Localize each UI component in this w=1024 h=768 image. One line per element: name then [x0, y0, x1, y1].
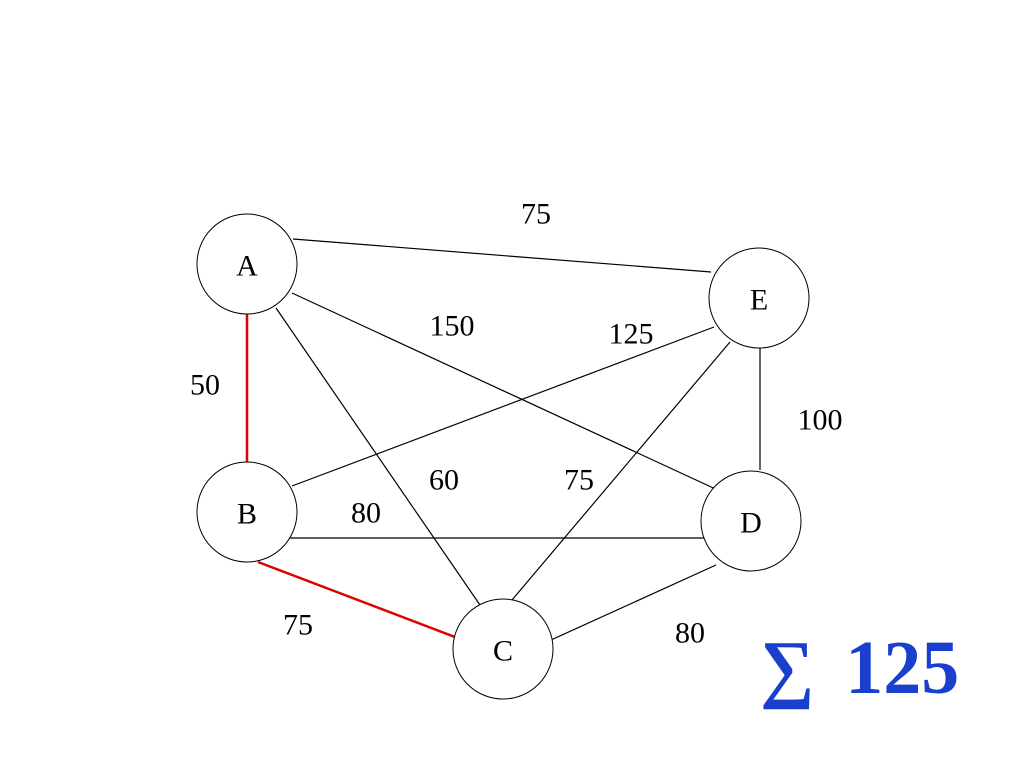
node-circle-c [452, 598, 554, 700]
edge-c-d [550, 564, 717, 641]
node-label-c: C [493, 635, 513, 668]
edge-weight-a-d: 150 [430, 310, 475, 343]
node-circle-b [196, 461, 298, 563]
edge-weight-b-d: 80 [351, 497, 381, 530]
sum-symbol: ∑ [760, 626, 814, 710]
total-value: 125 [845, 626, 959, 710]
node-b: B [196, 461, 298, 563]
edge-a-c [275, 307, 481, 606]
node-label-a: A [236, 250, 258, 283]
edge-weight-a-c: 60 [429, 464, 459, 497]
edge-weight-e-c: 75 [564, 464, 594, 497]
node-circle-d [700, 470, 802, 572]
node-d: D [700, 470, 802, 572]
edge-labels-layer: 75 150 125 50 100 60 75 80 75 80 [190, 198, 843, 650]
node-c: C [452, 598, 554, 700]
node-e: E [708, 247, 810, 349]
node-circle-a [196, 213, 298, 315]
edge-a-e [292, 238, 712, 273]
edge-b-c [257, 560, 456, 639]
edge-a-d [291, 292, 723, 493]
edge-weight-a-b: 50 [190, 369, 220, 402]
nodes-layer: A B C D E [196, 213, 810, 700]
node-circle-e [708, 247, 810, 349]
total-weight-label: ∑ 125 [760, 626, 959, 710]
edge-weight-a-e: 75 [521, 198, 551, 231]
edges-layer [245, 238, 761, 641]
edge-weight-b-c: 75 [283, 609, 313, 642]
edge-weight-c-d: 80 [675, 617, 705, 650]
edge-b-e [291, 326, 715, 487]
node-label-d: D [740, 507, 762, 540]
node-label-e: E [750, 284, 768, 317]
edge-weight-e-d: 100 [798, 404, 843, 437]
edge-e-c [511, 341, 731, 601]
edge-weight-b-e: 125 [609, 318, 654, 351]
node-a: A [196, 213, 298, 315]
node-label-b: B [237, 498, 257, 531]
